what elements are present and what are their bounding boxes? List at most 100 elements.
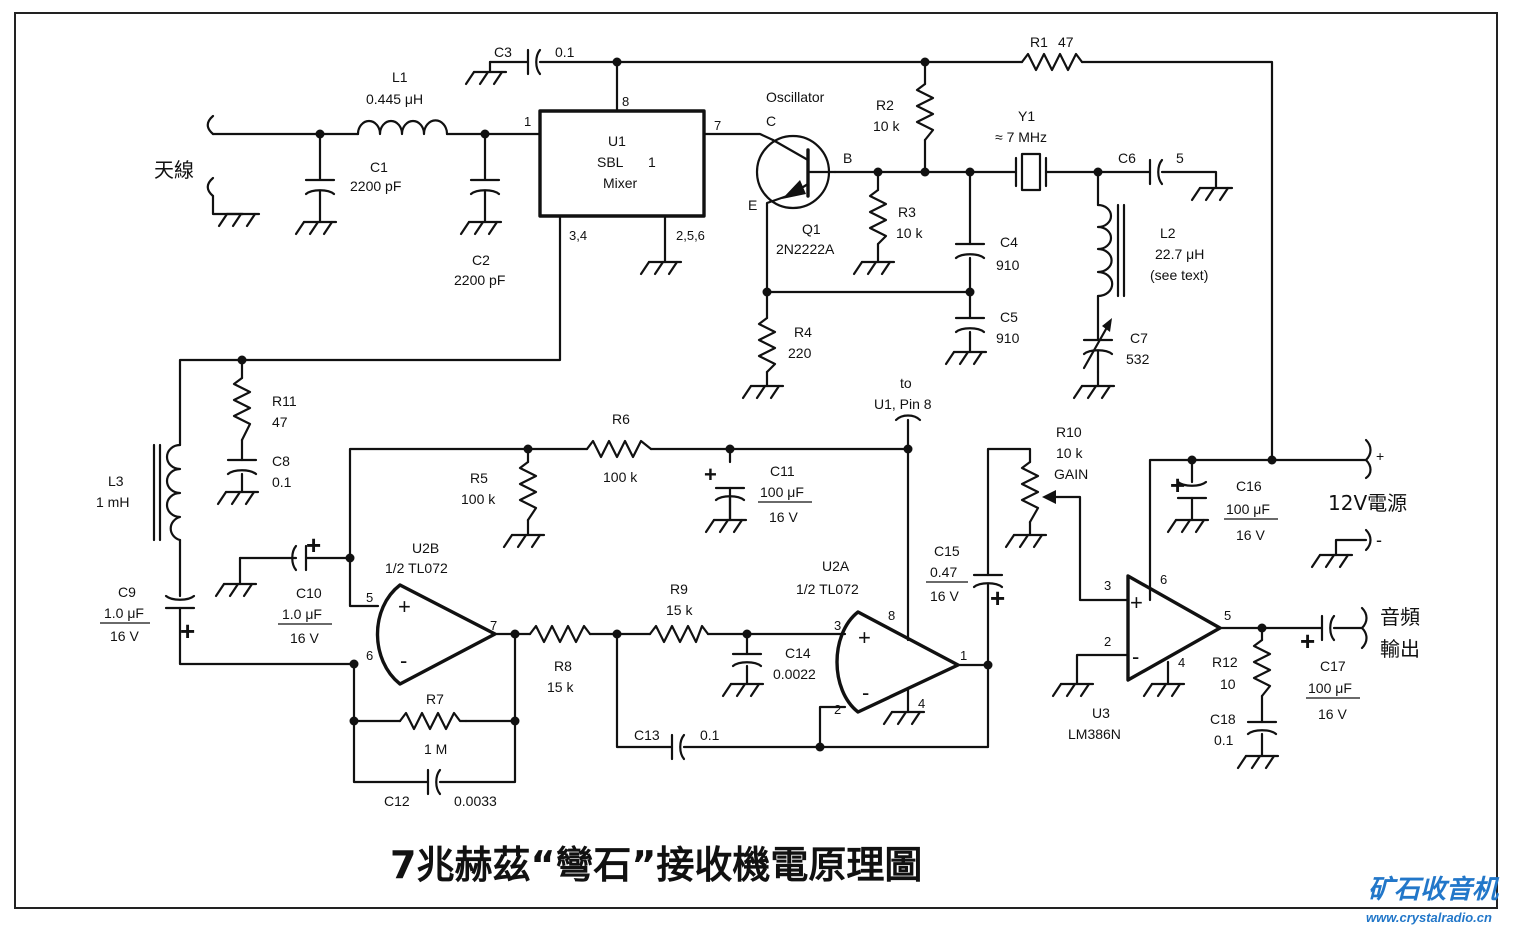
capacitor-c13 [670,733,686,761]
resistor-r7 [398,711,468,731]
c7-ref: C7 [1130,330,1148,346]
capacitor-c4 [954,242,986,260]
c6-ref: C6 [1118,150,1136,166]
u1-pin1: 1 [524,114,531,129]
capacitor-c17 [1320,614,1336,642]
watermark-url: www.crystalradio.cn [1366,910,1492,925]
c15-value: 0.47 [930,564,957,580]
r1-ref: R1 [1030,34,1048,50]
c10-ref: C10 [296,585,322,601]
c16-plus: + [1170,470,1185,500]
c5-value: 910 [996,330,1020,346]
power-minus: - [1376,530,1382,550]
c11-voltage: 16 V [769,509,798,525]
c15-ref: C15 [934,543,960,559]
c3-ref: C3 [494,44,512,60]
c15-voltage: 16 V [930,588,959,604]
r6-value: 100 k [603,469,638,485]
to-u1-pin8-connector [894,414,922,422]
r12-value: 10 [1220,676,1236,692]
capacitor-c3 [464,48,542,86]
power-plus: + [1376,448,1384,464]
resistor-r1 [1020,52,1084,72]
c14-value: 0.0022 [773,666,816,682]
antenna-terminal [206,114,261,228]
c9-plus: + [180,616,195,646]
q1-func: Oscillator [766,89,825,105]
u3-pin6: 6 [1160,572,1167,587]
potentiometer-r10 [1004,460,1056,549]
u2b-pin5: 5 [366,590,373,605]
u1-pin256: 2,5,6 [676,228,705,243]
capacitor-c14 [721,652,765,698]
resistor-r8 [528,624,592,644]
capacitor-c12 [426,768,442,796]
u2a-pin1: 1 [960,648,967,663]
mixer-u1 [538,109,706,276]
u3-pin4: 4 [1178,655,1185,670]
u2a-ref: U2A [822,558,850,574]
u1-pin-note: 1 [648,154,656,170]
c11-ref: C11 [770,463,795,479]
r9-ref: R9 [670,581,688,597]
r10-ref: R10 [1056,424,1082,440]
resistor-r3 [852,188,896,276]
y1-value: ≈ 7 MHz [995,129,1047,145]
r2-value: 10 k [873,118,900,134]
capacitor-c1 [294,132,338,236]
c6-value: 5 [1176,150,1184,166]
opamp-u2a [835,610,960,726]
u2b-pin6: 6 [366,648,373,663]
r6-ref: R6 [612,411,630,427]
capacitor-c18 [1236,720,1280,770]
u2a-minus: - [862,680,869,705]
r10-value: 10 k [1056,445,1083,461]
r3-ref: R3 [898,204,916,220]
u1-pin8: 8 [622,94,629,109]
resistor-r9 [648,624,710,644]
c1-value: 2200 pF [350,178,401,194]
c10-value: 1.0 μF [282,606,322,622]
r4-value: 220 [788,345,812,361]
c4-ref: C4 [1000,234,1018,250]
resistor-r11 [232,376,252,442]
c13-ref: C13 [634,727,660,743]
u2b-ref: U2B [412,540,439,556]
c9-value: 1.0 μF [104,605,144,621]
labels: 天線 L1 0.445 μH C1 2200 pF C2 2200 pF C3 … [96,34,1420,809]
u2a-pin4: 4 [918,696,925,711]
to-u1-label-2: U1, Pin 8 [874,396,932,412]
c9-ref: C9 [118,584,136,600]
l2-note: (see text) [1150,267,1208,283]
u3-ref: U3 [1092,705,1110,721]
l3-ref: L3 [108,473,124,489]
transistor-q1 [755,134,837,210]
c3-value: 0.1 [555,44,575,60]
u2b-part: 1/2 TL072 [385,560,448,576]
c17-ref: C17 [1320,658,1346,674]
resistor-r6 [585,439,653,459]
r12-ref: R12 [1212,654,1238,670]
q1-ref: Q1 [802,221,821,237]
c17-value: 100 μF [1308,680,1352,696]
r11-ref: R11 [272,393,297,409]
c17-voltage: 16 V [1318,706,1347,722]
c5-ref: C5 [1000,309,1018,325]
u3-pin3: 3 [1104,578,1111,593]
c10-voltage: 16 V [290,630,319,646]
audio-output-terminal [1360,606,1368,650]
r4-ref: R4 [794,324,812,340]
u1-func: Mixer [603,175,638,191]
resistor-r12 [1252,638,1272,698]
r8-value: 15 k [547,679,574,695]
r9-value: 15 k [666,602,693,618]
antenna-label: 天線 [154,158,194,182]
u2b-plus: + [398,594,411,619]
r2-ref: R2 [876,97,894,113]
q1-part: 2N2222A [776,241,835,257]
c16-value: 100 μF [1226,501,1270,517]
capacitor-c8 [216,458,260,506]
crystal-y1 [1014,152,1048,192]
r8-ref: R8 [554,658,572,674]
